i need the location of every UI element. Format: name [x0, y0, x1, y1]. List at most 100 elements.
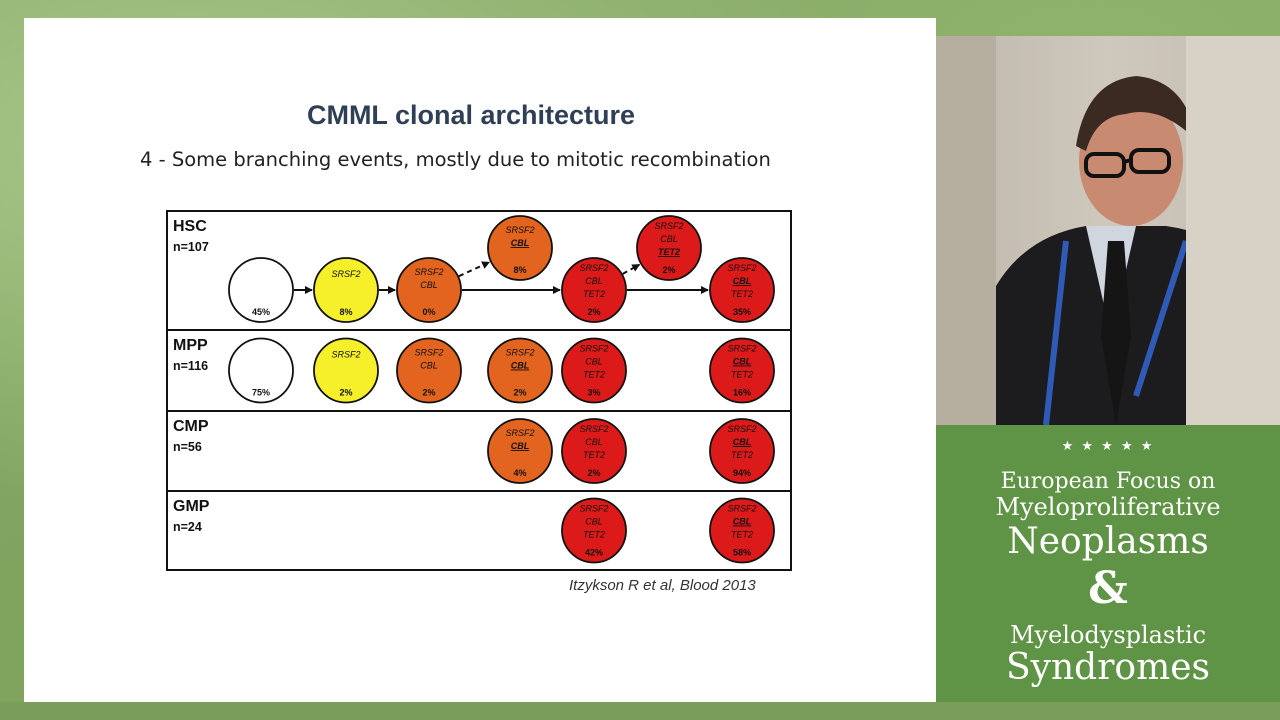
gene-label: SRSF2 [414, 267, 443, 277]
gene-label: TET2 [658, 247, 680, 257]
gene-label: SRSF2 [331, 269, 360, 279]
gene-label: CBL [420, 361, 438, 371]
gene-label: CBL [585, 517, 603, 527]
clone-percent: 2% [587, 307, 600, 317]
gene-label: CBL [511, 441, 530, 451]
gene-label: TET2 [731, 370, 753, 380]
gene-label: CBL [585, 276, 603, 286]
gene-label: SRSF2 [727, 504, 756, 514]
clone-percent: 0% [422, 307, 435, 317]
clone-circle [561, 257, 627, 323]
gene-label: SRSF2 [579, 344, 608, 354]
clone-circle [487, 418, 553, 484]
citation: Itzykson R et al, Blood 2013 [569, 577, 756, 594]
gene-label: SRSF2 [727, 424, 756, 434]
gene-label: SRSF2 [579, 263, 608, 273]
clone-percent: 42% [585, 548, 603, 558]
gene-label: SRSF2 [727, 344, 756, 354]
clone-circle [396, 257, 462, 323]
row-count: n=116 [173, 359, 208, 373]
clone-node: 75% [228, 337, 294, 404]
clone-circle [709, 337, 775, 404]
gene-label: SRSF2 [331, 350, 360, 360]
clone-circle [228, 257, 294, 323]
gene-label: CBL [733, 437, 752, 447]
row-label: MPP [173, 337, 208, 354]
gene-label: SRSF2 [579, 504, 608, 514]
clone-circle [561, 497, 627, 564]
clone-circle [313, 337, 379, 404]
gene-label: CBL [511, 238, 530, 248]
gene-label: TET2 [731, 450, 753, 460]
clone-percent: 35% [733, 307, 751, 317]
clone-percent: 8% [513, 265, 526, 275]
gene-label: TET2 [583, 370, 605, 380]
clone-circle [709, 257, 775, 323]
clonal-architecture-diagram: HSCn=107MPPn=116CMPn=56GMPn=2445%SRSF28%… [166, 210, 792, 571]
video-wall-panel [1186, 36, 1280, 425]
clone-percent: 45% [252, 307, 270, 317]
logo-line: European Focus on [1000, 469, 1216, 494]
gene-label: CBL [733, 517, 752, 527]
clone-percent: 58% [733, 548, 751, 558]
gene-label: TET2 [583, 289, 605, 299]
logo-ampersand: & [1088, 563, 1128, 614]
gene-label: SRSF2 [505, 348, 534, 358]
clone-percent: 4% [513, 468, 526, 478]
logo-line: Syndromes [1005, 647, 1211, 688]
gene-label: SRSF2 [579, 424, 608, 434]
gene-label: CBL [420, 280, 438, 290]
slide-title: CMML clonal architecture [306, 100, 636, 130]
row-count: n=107 [173, 240, 209, 254]
row-label: GMP [173, 498, 210, 515]
gene-label: CBL [585, 357, 603, 367]
gene-label: SRSF2 [654, 221, 683, 231]
gene-label: TET2 [583, 530, 605, 540]
clone-percent: 2% [339, 388, 352, 398]
clone-percent: 94% [733, 468, 751, 478]
clone-circle [709, 497, 775, 564]
gene-label: CBL [585, 437, 603, 447]
gene-label: CBL [733, 276, 752, 286]
gene-label: SRSF2 [727, 263, 756, 273]
logo-line: Neoplasms [1007, 521, 1209, 562]
clone-circle [636, 215, 702, 281]
row-label: HSC [173, 218, 207, 235]
clone-circle [487, 215, 553, 281]
speaker-video [936, 36, 1280, 425]
clone-percent: 2% [587, 468, 600, 478]
clone-node: SRSF2 2% [313, 337, 379, 404]
logo-stars: ★ ★ ★ ★ ★ [1061, 439, 1155, 454]
row-box [166, 490, 792, 571]
clone-circle [396, 337, 462, 404]
gene-label: CBL [733, 357, 752, 367]
logo-line: Myeloproliferative [995, 493, 1221, 521]
background-strip [0, 702, 1280, 720]
gene-label: CBL [660, 234, 678, 244]
gene-label: CBL [511, 361, 530, 371]
clone-percent: 2% [513, 388, 526, 398]
clone-circle [561, 337, 627, 404]
gene-label: TET2 [583, 450, 605, 460]
gene-label: TET2 [731, 289, 753, 299]
clone-percent: 2% [662, 265, 675, 275]
clone-percent: 16% [733, 388, 751, 398]
gene-label: SRSF2 [414, 348, 443, 358]
clone-percent: 75% [252, 388, 270, 398]
branch-arrow [458, 261, 491, 278]
gene-label: SRSF2 [505, 225, 534, 235]
clone-circle [313, 257, 379, 323]
conference-logo: ★ ★ ★ ★ ★ European Focus on Myeloprolife… [936, 425, 1280, 708]
